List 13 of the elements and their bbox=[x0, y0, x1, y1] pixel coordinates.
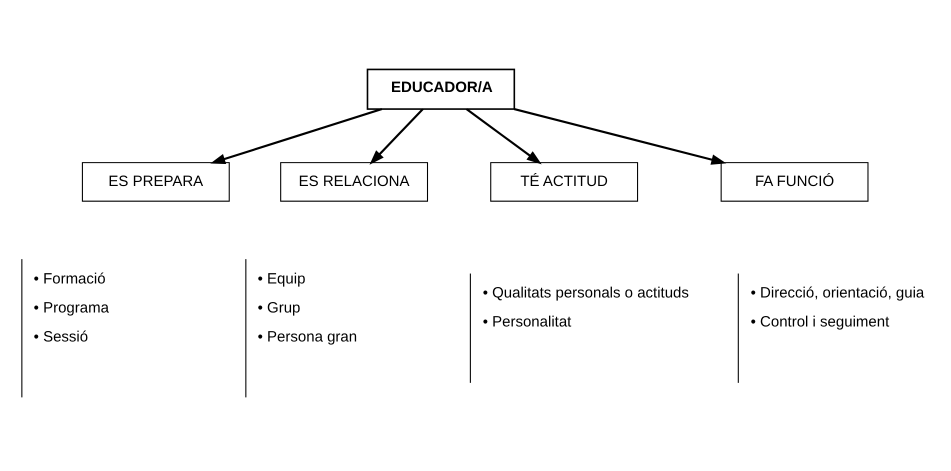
node-box: ES RELACIONA bbox=[280, 162, 428, 202]
node-text: • Direcció, orientació, guia • Control i seguiment bbox=[750, 284, 924, 330]
node-box: TÉ ACTITUD bbox=[490, 162, 638, 202]
node-text: • Formació • Programa • Sessió bbox=[33, 270, 108, 346]
node-text: • Equip • Grup • Persona gran bbox=[257, 270, 357, 346]
node-text: • Qualitats personals o actituds • Personalitat bbox=[482, 284, 688, 330]
node-box: FA FUNCIÓ bbox=[720, 162, 868, 202]
arrow bbox=[513, 108, 726, 165]
arrow bbox=[465, 108, 542, 164]
node-box: EDUCADOR/A bbox=[366, 68, 515, 110]
arrow bbox=[369, 108, 424, 165]
arrow bbox=[210, 108, 382, 164]
node-box: ES PREPARA bbox=[81, 162, 230, 202]
